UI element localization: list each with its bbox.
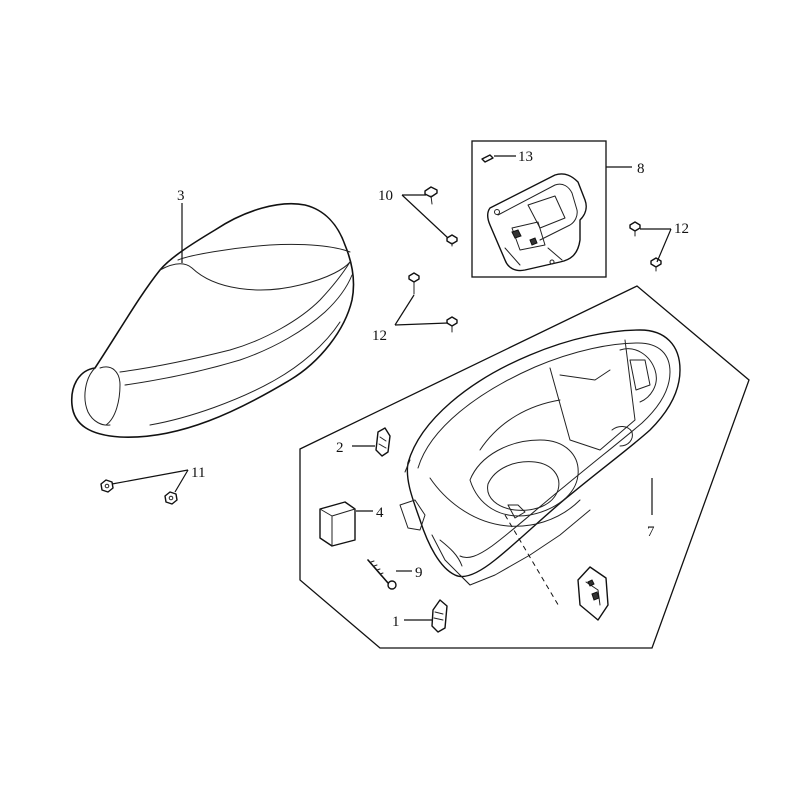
screw-9 <box>367 559 412 590</box>
callout-12-left: 12 <box>372 328 387 344</box>
part-8-frame <box>471 140 607 278</box>
helmet-box <box>399 329 681 586</box>
callout-4: 4 <box>376 505 384 521</box>
nut-11 <box>100 479 178 505</box>
callout-9: 9 <box>415 565 423 581</box>
leader-11a <box>111 469 189 485</box>
clip-2 <box>352 427 391 457</box>
pin-13 <box>481 154 516 163</box>
callout-11: 11 <box>191 465 205 481</box>
mount-bracket <box>577 566 609 621</box>
callout-12-right: 12 <box>674 221 689 237</box>
seat <box>70 202 355 438</box>
tray-8 <box>487 173 587 272</box>
part-7-frame <box>299 285 750 649</box>
assembly-guide-line <box>504 514 561 609</box>
callout-2: 2 <box>336 440 344 456</box>
callout-10: 10 <box>378 188 393 204</box>
screw-12-left <box>394 272 458 333</box>
callout-3: 3 <box>177 188 185 204</box>
callout-13: 13 <box>518 149 533 165</box>
callout-8: 8 <box>637 161 645 177</box>
callout-7: 7 <box>647 524 655 540</box>
block-4 <box>319 501 373 547</box>
leader-11b <box>174 469 189 493</box>
callout-1: 1 <box>392 614 400 630</box>
screw-12-right <box>629 221 672 272</box>
screw-10 <box>401 186 458 247</box>
fastener-1 <box>404 599 448 633</box>
